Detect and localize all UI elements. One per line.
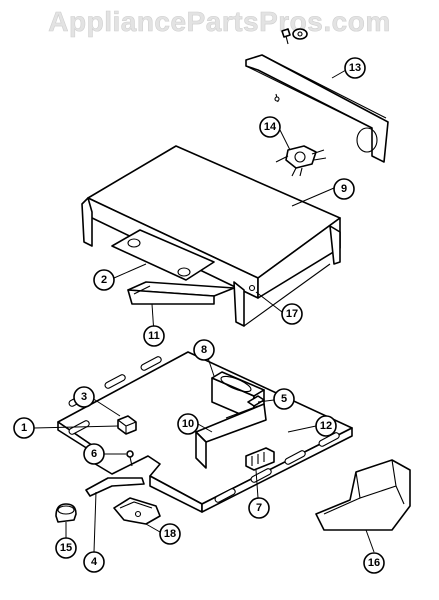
callout-1: 1 <box>13 417 35 439</box>
part-9-top-cover <box>81 145 341 327</box>
callout-3: 3 <box>73 386 95 408</box>
callout-11: 11 <box>143 325 165 347</box>
part-2-bracket <box>111 229 215 281</box>
callout-label: 2 <box>101 274 107 286</box>
callout-label: 4 <box>91 556 98 568</box>
callout-label: 14 <box>264 121 277 133</box>
callout-8: 8 <box>193 339 215 361</box>
part-15-cap <box>55 503 77 523</box>
callout-label: 15 <box>60 542 72 554</box>
callout-18: 18 <box>159 523 181 545</box>
part-5-clip <box>247 395 265 407</box>
callout-label: 13 <box>349 62 361 74</box>
callout-label: 9 <box>341 183 347 195</box>
callout-label: 5 <box>281 393 287 405</box>
callout-7: 7 <box>248 497 270 519</box>
callout-10: 10 <box>177 413 199 435</box>
callout-label: 18 <box>164 528 176 540</box>
callout-label: 17 <box>286 308 298 320</box>
callout-9: 9 <box>333 178 355 200</box>
part-3-block <box>117 415 137 435</box>
callout-label: 8 <box>201 344 207 356</box>
part-4-rod <box>85 477 145 497</box>
callout-12: 12 <box>315 415 337 437</box>
part-18-latch <box>113 497 161 525</box>
callout-17: 17 <box>281 303 303 325</box>
callout-label: 11 <box>148 330 160 342</box>
callout-4: 4 <box>83 551 105 573</box>
callout-label: 3 <box>81 391 87 403</box>
watermark-text: AppliancePartsPros.com <box>48 6 391 38</box>
part-13-rear-bracket <box>245 54 389 163</box>
part-14-switch <box>275 145 327 177</box>
screw-top <box>281 28 308 45</box>
part-11-duct <box>127 281 235 305</box>
callout-5: 5 <box>273 388 295 410</box>
callout-14: 14 <box>259 116 281 138</box>
callout-6: 6 <box>83 443 105 465</box>
callout-16: 16 <box>363 552 385 574</box>
callout-label: 10 <box>182 418 194 430</box>
callout-2: 2 <box>93 269 115 291</box>
part-8-shield <box>211 371 265 421</box>
callout-label: 16 <box>368 557 380 569</box>
callout-15: 15 <box>55 537 77 559</box>
leader-lines <box>33 69 375 553</box>
callout-13: 13 <box>344 57 366 79</box>
callout-label: 6 <box>91 448 97 460</box>
part-10-panel <box>195 403 267 469</box>
part-7-terminal-block <box>245 447 275 471</box>
part-16-drip-cover <box>315 459 411 531</box>
callout-label: 12 <box>320 420 332 432</box>
part-6-screw <box>126 450 134 467</box>
callout-label: 7 <box>256 502 262 514</box>
callout-label: 1 <box>21 422 27 434</box>
